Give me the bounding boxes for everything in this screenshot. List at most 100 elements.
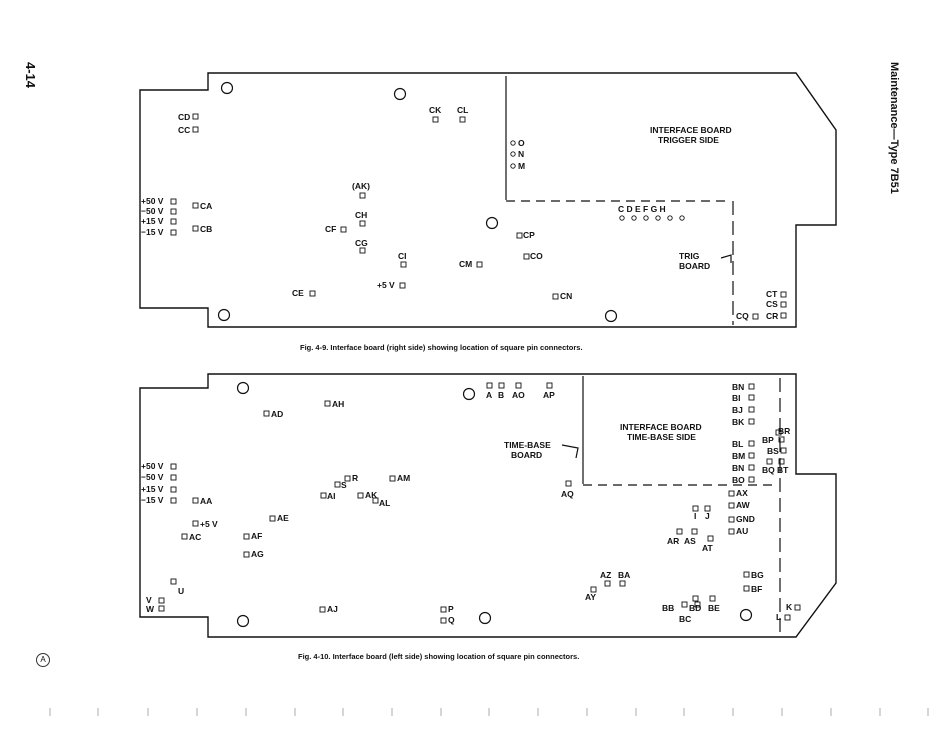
- pin-af: AF: [251, 531, 262, 541]
- top-test-points: [510, 140, 685, 221]
- pin-ce: CE: [292, 288, 304, 298]
- pin-be: BE: [708, 603, 720, 613]
- pin-cg: CG: [355, 238, 368, 248]
- pin-q: Q: [448, 615, 455, 625]
- supply-plus50: +50 V: [141, 196, 164, 206]
- pin-az: AZ: [600, 570, 611, 580]
- pin-ax: AX: [736, 488, 748, 498]
- pin-bn: BN: [732, 382, 744, 392]
- top-board-title: INTERFACE BOARD: [650, 125, 732, 135]
- pin-j: J: [705, 511, 710, 521]
- pin-al: AL: [379, 498, 390, 508]
- pin-bf: BF: [751, 584, 762, 594]
- pin-bd: BD: [689, 603, 701, 613]
- top-board-outline: [139, 72, 837, 328]
- top-subboard-label-2: BOARD: [679, 261, 710, 271]
- supply-plus50-b: +50 V: [141, 461, 164, 471]
- pin-bm: BM: [732, 451, 745, 461]
- pin-bo: BO: [732, 475, 745, 485]
- pin-ar: AR: [667, 536, 679, 546]
- bottom-subboard-label-2: BOARD: [511, 450, 542, 460]
- bottom-board-title: INTERFACE BOARD: [620, 422, 702, 432]
- pin-bi: BI: [732, 393, 741, 403]
- pin-bs: BS: [767, 446, 779, 456]
- pin-bk: BK: [732, 417, 745, 427]
- pin-au: AU: [736, 526, 748, 536]
- pin-r: R: [352, 473, 358, 483]
- pin-bn-lower: BN: [732, 463, 744, 473]
- supply-minus15-b: −15 V: [141, 495, 164, 505]
- pin-cq: CQ: [736, 311, 749, 321]
- pin-l: L: [776, 612, 781, 622]
- pin-s: S: [341, 480, 347, 490]
- scan-ticks: [49, 708, 929, 716]
- pin-cb: CB: [200, 224, 212, 234]
- pin-cs: CS: [766, 299, 778, 309]
- pin-ak: (AK): [352, 181, 370, 191]
- pin-cd: CD: [178, 112, 190, 122]
- pin-cp: CP: [523, 230, 535, 240]
- pin-ae: AE: [277, 513, 289, 523]
- pin-w: W: [146, 604, 155, 614]
- pin-ak-b: AK: [365, 490, 378, 500]
- pin-ci: CI: [398, 251, 407, 261]
- pin-v: V: [146, 595, 152, 605]
- pin-ay: AY: [585, 592, 596, 602]
- pin-aw: AW: [736, 500, 751, 510]
- pin-co: CO: [530, 251, 543, 261]
- supply-plus5: +5 V: [377, 280, 395, 290]
- pin-a: A: [486, 390, 492, 400]
- mounting-holes: [217, 81, 753, 628]
- supply-plus15-b: +15 V: [141, 484, 164, 494]
- pin-m: M: [518, 161, 525, 171]
- supply-minus50-b: −50 V: [141, 472, 164, 482]
- supply-minus15: −15 V: [141, 227, 164, 237]
- pin-at: AT: [702, 543, 714, 553]
- pin-k: K: [786, 602, 793, 612]
- pin-aq: AQ: [561, 489, 574, 499]
- pin-o: O: [518, 138, 525, 148]
- pin-cm: CM: [459, 259, 472, 269]
- pin-am: AM: [397, 473, 410, 483]
- supply-minus50: −50 V: [141, 206, 164, 216]
- bottom-board-subtitle: TIME-BASE SIDE: [627, 432, 696, 442]
- pin-ca: CA: [200, 201, 212, 211]
- bottom-square-pins: [158, 382, 801, 624]
- pin-cn: CN: [560, 291, 572, 301]
- supply-plus15: +15 V: [141, 216, 164, 226]
- supply-plus5-b: +5 V: [200, 519, 218, 529]
- pin-cl: CL: [457, 105, 468, 115]
- fig-4-10-caption: Fig. 4-10. Interface board (left side) s…: [298, 652, 579, 661]
- pin-bl: BL: [732, 439, 743, 449]
- pin-bb: BB: [662, 603, 674, 613]
- pin-b: B: [498, 390, 504, 400]
- pin-br: BR: [778, 426, 790, 436]
- revision-mark: A: [36, 653, 50, 667]
- pin-bg: BG: [751, 570, 764, 580]
- pin-aj: AJ: [327, 604, 338, 614]
- pin-ap: AP: [543, 390, 555, 400]
- top-square-pins: [170, 113, 787, 320]
- pin-ck: CK: [429, 105, 442, 115]
- pin-p: P: [448, 604, 454, 614]
- pin-gnd: GND: [736, 514, 755, 524]
- pin-bt: BT: [777, 465, 789, 475]
- pin-ah: AH: [332, 399, 344, 409]
- pin-ao: AO: [512, 390, 525, 400]
- pin-n: N: [518, 149, 524, 159]
- pin-u: U: [178, 586, 184, 596]
- pin-ba: BA: [618, 570, 630, 580]
- bottom-subboard-label-1: TIME-BASE: [504, 440, 551, 450]
- top-subboard-label-1: TRIG: [679, 251, 700, 261]
- pin-cc: CC: [178, 125, 190, 135]
- pin-bc: BC: [679, 614, 691, 624]
- top-board-subtitle: TRIGGER SIDE: [658, 135, 719, 145]
- bottom-board-outline: [139, 373, 837, 638]
- pin-ag: AG: [251, 549, 264, 559]
- fig-4-9-caption: Fig. 4-9. Interface board (right side) s…: [300, 343, 583, 352]
- pin-ct: CT: [766, 289, 778, 299]
- pin-as: AS: [684, 536, 696, 546]
- pin-cf: CF: [325, 224, 336, 234]
- sub-board-boundaries: [505, 76, 781, 636]
